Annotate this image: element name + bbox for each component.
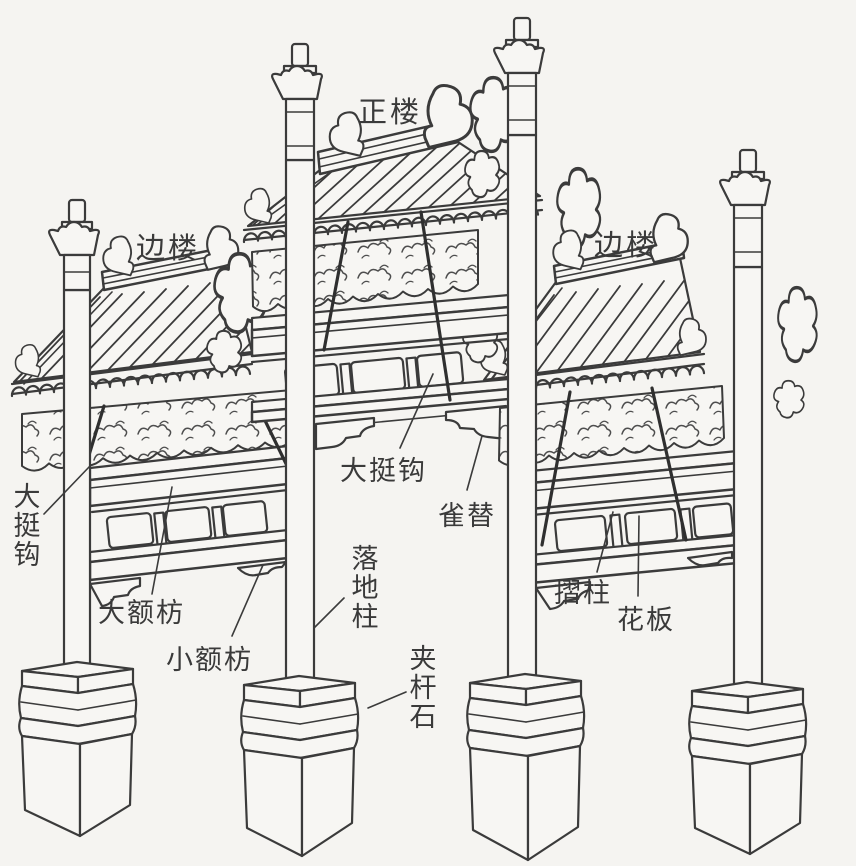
pedestal-1 xyxy=(18,660,138,838)
column-shaft xyxy=(732,265,764,694)
column-shaft xyxy=(506,133,538,686)
label-clamp-stone: 夹杆石 xyxy=(405,644,437,731)
column-cap-hat xyxy=(493,38,545,75)
label-large-hook-center: 大挺钩 xyxy=(340,456,427,487)
hook-rod xyxy=(419,210,452,402)
sparrow-brace xyxy=(88,576,142,608)
column-shaft xyxy=(62,288,92,674)
fold-post-piece xyxy=(609,513,624,551)
flower-panel xyxy=(415,351,465,388)
leader-sparrow-brace xyxy=(466,435,483,491)
pedestal-4 xyxy=(688,680,808,856)
column-4 xyxy=(719,148,771,694)
leader-fold-post xyxy=(596,511,614,573)
flower-panel xyxy=(623,507,679,546)
column-shaft xyxy=(284,158,316,688)
column-finial-knob xyxy=(512,16,532,42)
gable-cloud-ornament xyxy=(772,379,805,419)
label-ground-column: 落地柱 xyxy=(347,544,379,631)
leader-clamp-stone xyxy=(367,691,407,709)
sparrow-brace xyxy=(444,404,508,441)
column-finial-knob xyxy=(67,198,87,224)
hook-rod xyxy=(540,390,572,547)
part-labels: 正楼 边楼 边楼 大挺钩 大挺钩 大额枋 小额枋 落地柱 夹杆石 雀替 摺柱 花… xyxy=(9,95,675,731)
label-side-tower-right: 边楼 xyxy=(594,228,658,262)
flower-panel xyxy=(105,512,155,549)
label-main-tower: 正楼 xyxy=(358,95,422,129)
flower-panel xyxy=(163,506,213,543)
column-finial-knob xyxy=(290,42,310,68)
sparrow-brace xyxy=(534,580,592,611)
column-cap-hat xyxy=(48,220,100,257)
eave-corner-ornament-icon xyxy=(14,343,42,378)
label-side-tower-left: 边楼 xyxy=(136,231,200,265)
leader-large-hook-center xyxy=(399,373,434,449)
column-2 xyxy=(271,42,323,688)
roof-side-tower-right xyxy=(462,212,819,419)
flower-panel xyxy=(553,514,609,553)
label-small-lintel: 小额枋 xyxy=(166,645,253,676)
label-large-lintel: 大额枋 xyxy=(98,598,185,629)
sparrow-brace xyxy=(314,416,376,451)
sparrow-brace xyxy=(686,550,734,567)
ridge-ornament-icon xyxy=(102,235,135,277)
flower-panel xyxy=(691,502,735,539)
ridge-ornament-icon xyxy=(422,84,474,149)
pedestal-2 xyxy=(240,674,360,858)
flower-panel xyxy=(221,500,269,537)
label-fold-post: 摺柱 xyxy=(554,578,612,609)
leader-large-lintel xyxy=(151,486,173,595)
leader-flower-panel xyxy=(637,515,640,597)
label-sparrow-brace: 雀替 xyxy=(438,501,496,532)
label-large-hook-left: 大挺钩 xyxy=(9,482,41,569)
pedestal-3 xyxy=(466,672,586,862)
hook-rod xyxy=(322,220,350,352)
column-1 xyxy=(48,198,100,674)
column-finial-knob xyxy=(738,148,758,174)
leader-lines xyxy=(43,373,640,709)
ridge-ornament-icon xyxy=(552,229,585,271)
leader-ground-column xyxy=(313,597,345,629)
leader-large-hook-left xyxy=(43,465,91,515)
leader-small-lintel xyxy=(231,564,264,637)
eave-corner-ornament-icon xyxy=(243,187,273,224)
column-cap-hat xyxy=(271,64,323,101)
column-cap-hat xyxy=(719,170,771,207)
gable-cloud-ornament xyxy=(776,285,819,364)
hook-rod xyxy=(650,386,688,542)
entablature-right-bay xyxy=(498,385,750,611)
label-flower-panel: 花板 xyxy=(617,605,675,636)
eave-corner-ornament-icon xyxy=(676,317,707,357)
tile-end-scallops xyxy=(10,365,252,398)
